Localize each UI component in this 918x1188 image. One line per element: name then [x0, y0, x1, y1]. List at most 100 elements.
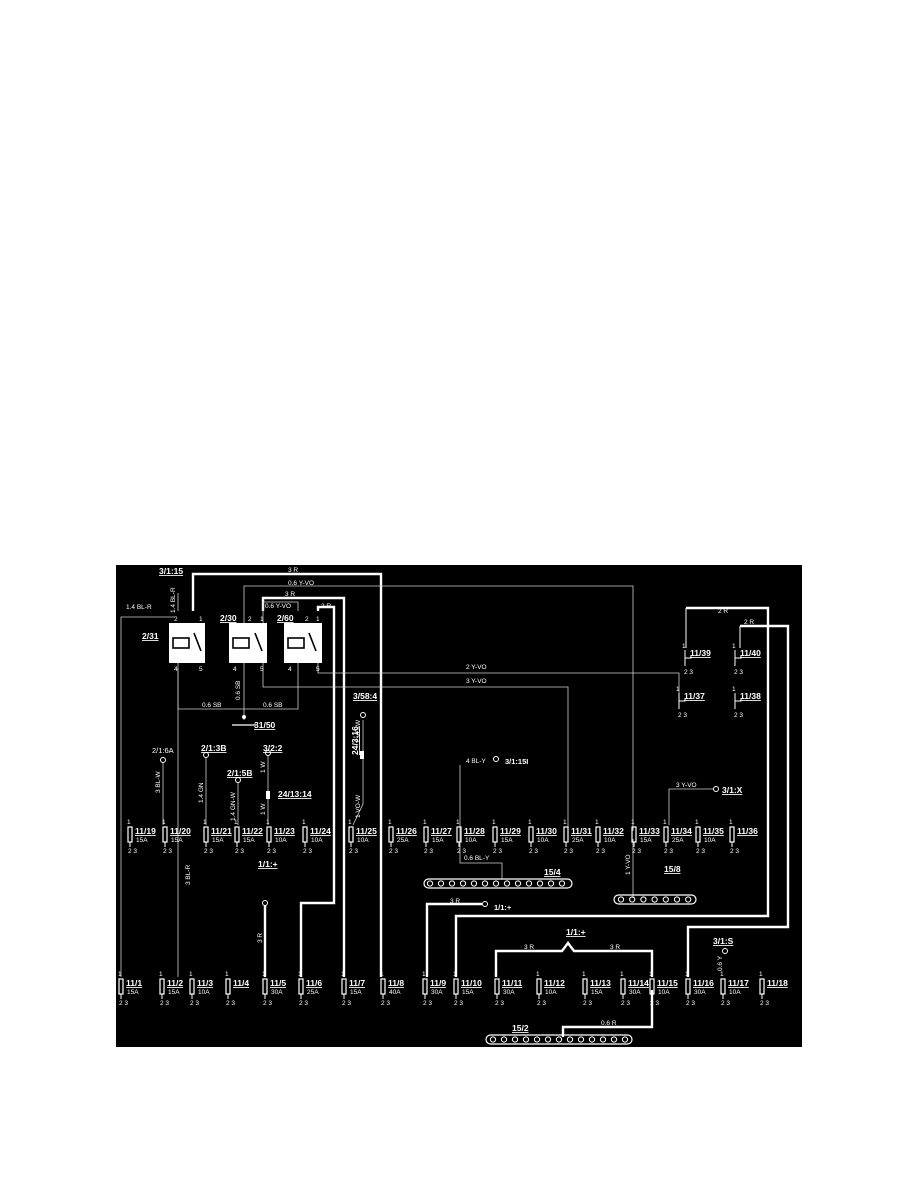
connector-pin — [629, 896, 636, 903]
connector-strip-15-2 — [485, 1034, 633, 1045]
wire-label: 1 W — [260, 803, 267, 815]
connector-label-2-1-5b: 2/1:5B — [227, 768, 253, 778]
connector-pin — [558, 880, 566, 887]
wire-3r-11-11 — [494, 941, 654, 977]
connector-label-15-4: 15/4 — [544, 867, 561, 877]
wire-label: 0.6 Y — [717, 955, 724, 971]
fuse-terminal-label: 2 3 — [349, 848, 358, 855]
fuse-pin-label: 1 — [225, 971, 229, 978]
diode-symbol — [266, 791, 270, 799]
fuse-id-label: 11/38 — [740, 691, 761, 701]
fuse-terminal-label: 2 3 — [730, 848, 739, 855]
diagram-background — [116, 565, 802, 1047]
relay-2-30 — [229, 623, 267, 663]
wire-label: 1 W — [260, 761, 267, 773]
fuse-rating-label: 40A — [389, 989, 401, 996]
fuse-id-label: 11/36 — [737, 826, 758, 836]
fuse-pin-label: 1 — [494, 971, 498, 978]
terminal-circle — [203, 752, 209, 758]
fuse-terminal-label: 2 3 — [664, 848, 673, 855]
fuse-id-label: 11/7 — [349, 978, 365, 988]
terminal-circle — [493, 756, 499, 762]
fuse-rating-label: 15A — [136, 837, 148, 844]
fuse-rating-label: 15A — [212, 837, 224, 844]
fuse-rating-label: 10A — [704, 837, 716, 844]
fuse-rating-label: 10A — [311, 837, 323, 844]
wire-1-4-bl-r-left — [120, 616, 175, 977]
terminal-circle — [722, 948, 728, 954]
fuse-terminal-label: 2 3 — [495, 1000, 504, 1007]
wire-label: 2 R — [718, 608, 728, 615]
fuse-rating-label: 25A — [307, 989, 319, 996]
connector-label-2-1-6a: 2/1:6A — [152, 746, 174, 755]
terminal-circle — [160, 757, 166, 763]
fuse-rating-label: 10A — [357, 837, 369, 844]
fuse-pin-label: 1 — [422, 971, 426, 978]
fuse-pin-label: 1 — [732, 643, 736, 650]
fuse-terminal-label: 2 3 — [678, 712, 687, 719]
connector-pin — [662, 896, 669, 903]
fuse-rating-label: 30A — [694, 989, 706, 996]
connector-pin — [533, 1036, 541, 1043]
connector-label-3-1-x: 3/1:X — [722, 785, 743, 795]
connector-strip-15-8 — [613, 894, 697, 905]
fuse-pin-label: 1 — [262, 971, 266, 978]
connector-pin — [489, 1036, 497, 1043]
fuse-id-label: 11/2 — [167, 978, 183, 988]
fuse-terminal-label: 2 3 — [529, 848, 538, 855]
fuse-pin-label: 1 — [528, 819, 532, 826]
pin-label: 4 — [233, 666, 237, 673]
ground-symbol — [232, 715, 256, 726]
pin-label: 4 — [174, 666, 178, 673]
fuse-rating-label: 10A — [198, 989, 210, 996]
fuse-terminal-label: 2 3 — [160, 1000, 169, 1007]
fuse-terminal-label: 2 3 — [596, 848, 605, 855]
connector-pin — [503, 880, 511, 887]
fuse-id-label: 11/11 — [502, 978, 523, 988]
wire-4-bl-y — [459, 765, 503, 879]
fuse-terminal-label: 2 3 — [299, 1000, 308, 1007]
fuse-terminal-label: 2 3 — [303, 848, 312, 855]
fuse-terminal-label: 2 3 — [493, 848, 502, 855]
fuse-id-label: 11/24 — [310, 826, 331, 836]
connector-label-3-1-15: 3/1:15 — [159, 566, 183, 576]
pin-label: 1 — [260, 616, 264, 623]
wire-label: 2 Y-VO — [466, 664, 487, 671]
fuse-id-label: 11/25 — [356, 826, 377, 836]
terminal-circle — [360, 712, 366, 718]
pin-label: 5 — [260, 666, 264, 673]
connector-pin — [544, 1036, 552, 1043]
wire-label: 0.6 Y-VO — [288, 580, 314, 587]
fuse-terminal-label: 2 3 — [128, 848, 137, 855]
fuse-terminal-label: 2 3 — [226, 1000, 235, 1007]
fuse-pin-label: 1 — [729, 819, 733, 826]
wire-label: 3 R — [257, 933, 264, 943]
fuse-terminal-label: 2 3 — [454, 1000, 463, 1007]
fuse-rating-label: 30A — [431, 989, 443, 996]
fuse-id-label: 11/6 — [306, 978, 322, 988]
fuse-id-label: 11/9 — [430, 978, 446, 988]
fuse-rating-label: 15A — [591, 989, 603, 996]
wire-label: 1 VO-W — [355, 794, 362, 818]
fuse-rating-label: 25A — [572, 837, 584, 844]
fuse-pin-label: 1 — [118, 971, 122, 978]
fuse-pin-label: 1 — [388, 819, 392, 826]
connector-pin — [640, 896, 647, 903]
fuse-terminal-label: 2 3 — [423, 1000, 432, 1007]
fuse-rating-label: 30A — [629, 989, 641, 996]
fuse-pin-label: 1 — [720, 971, 724, 978]
fuse-id-label: 11/39 — [690, 648, 711, 658]
wire-06-sb-a — [177, 663, 244, 710]
fuse-pin-label: 1 — [663, 819, 667, 826]
fuse-rating-label: 10A — [465, 837, 477, 844]
pin-label: 4 — [288, 666, 292, 673]
wire-label: 0.6 SB — [235, 680, 242, 700]
